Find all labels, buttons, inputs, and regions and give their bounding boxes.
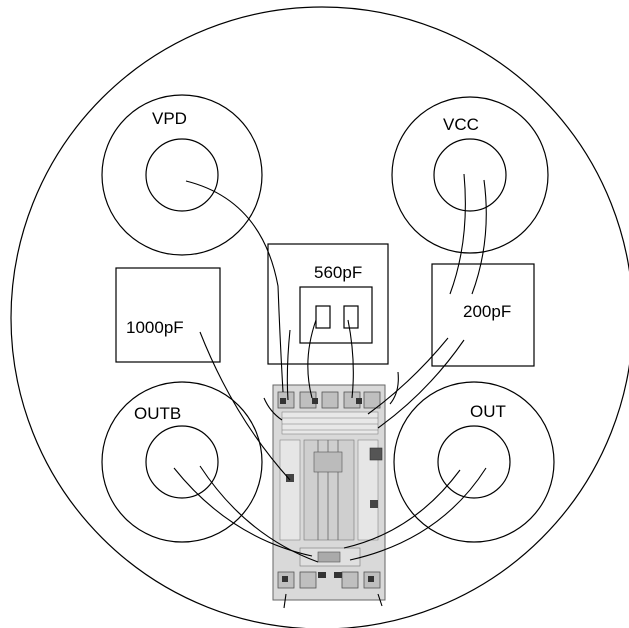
capacitor-560pf	[267, 243, 389, 365]
label-vpd: VPD	[152, 109, 187, 128]
die-chip	[272, 384, 386, 601]
label-1000pf: 1000pF	[126, 318, 184, 337]
label-out: OUT	[470, 402, 506, 421]
package-outline	[10, 6, 629, 628]
bond-wires	[173, 173, 487, 609]
pin-out	[393, 381, 555, 543]
capacitor-200pf	[431, 263, 535, 367]
pin-vcc	[391, 96, 549, 254]
label-vcc: VCC	[443, 115, 479, 134]
pin-outb	[101, 381, 263, 543]
capacitor-1000pf	[115, 267, 221, 363]
pin-vpd	[101, 94, 263, 256]
label-560pf: 560pF	[314, 263, 363, 282]
label-200pf: 200pF	[463, 302, 512, 321]
label-outb: OUTB	[134, 404, 182, 423]
